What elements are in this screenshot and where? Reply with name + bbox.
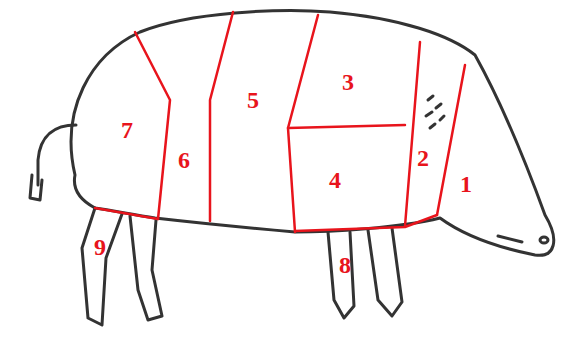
tail [30, 125, 76, 200]
cut-line [405, 42, 420, 226]
callout-number: 5 [247, 88, 259, 112]
cut-line [95, 208, 158, 219]
hind-leg [82, 208, 122, 325]
callout-number: 8 [339, 253, 351, 277]
fur-marks [426, 96, 444, 128]
callout-number: 7 [121, 118, 133, 142]
cut-line [288, 125, 405, 128]
callout-number: 9 [94, 235, 106, 259]
callout-number: 2 [417, 146, 429, 170]
callout-number: 1 [460, 172, 472, 196]
mouth [498, 236, 522, 242]
callout-number: 3 [342, 70, 354, 94]
callout-number: 4 [329, 168, 341, 192]
body-outline [71, 11, 554, 256]
front-leg [328, 232, 354, 318]
cut-line [135, 32, 170, 219]
cut-line [295, 215, 437, 231]
hind-leg [130, 216, 162, 320]
cut-line [288, 15, 318, 232]
cut-line [210, 12, 233, 221]
nostril [540, 237, 548, 243]
callout-number: 6 [178, 148, 190, 172]
front-leg [368, 228, 402, 316]
